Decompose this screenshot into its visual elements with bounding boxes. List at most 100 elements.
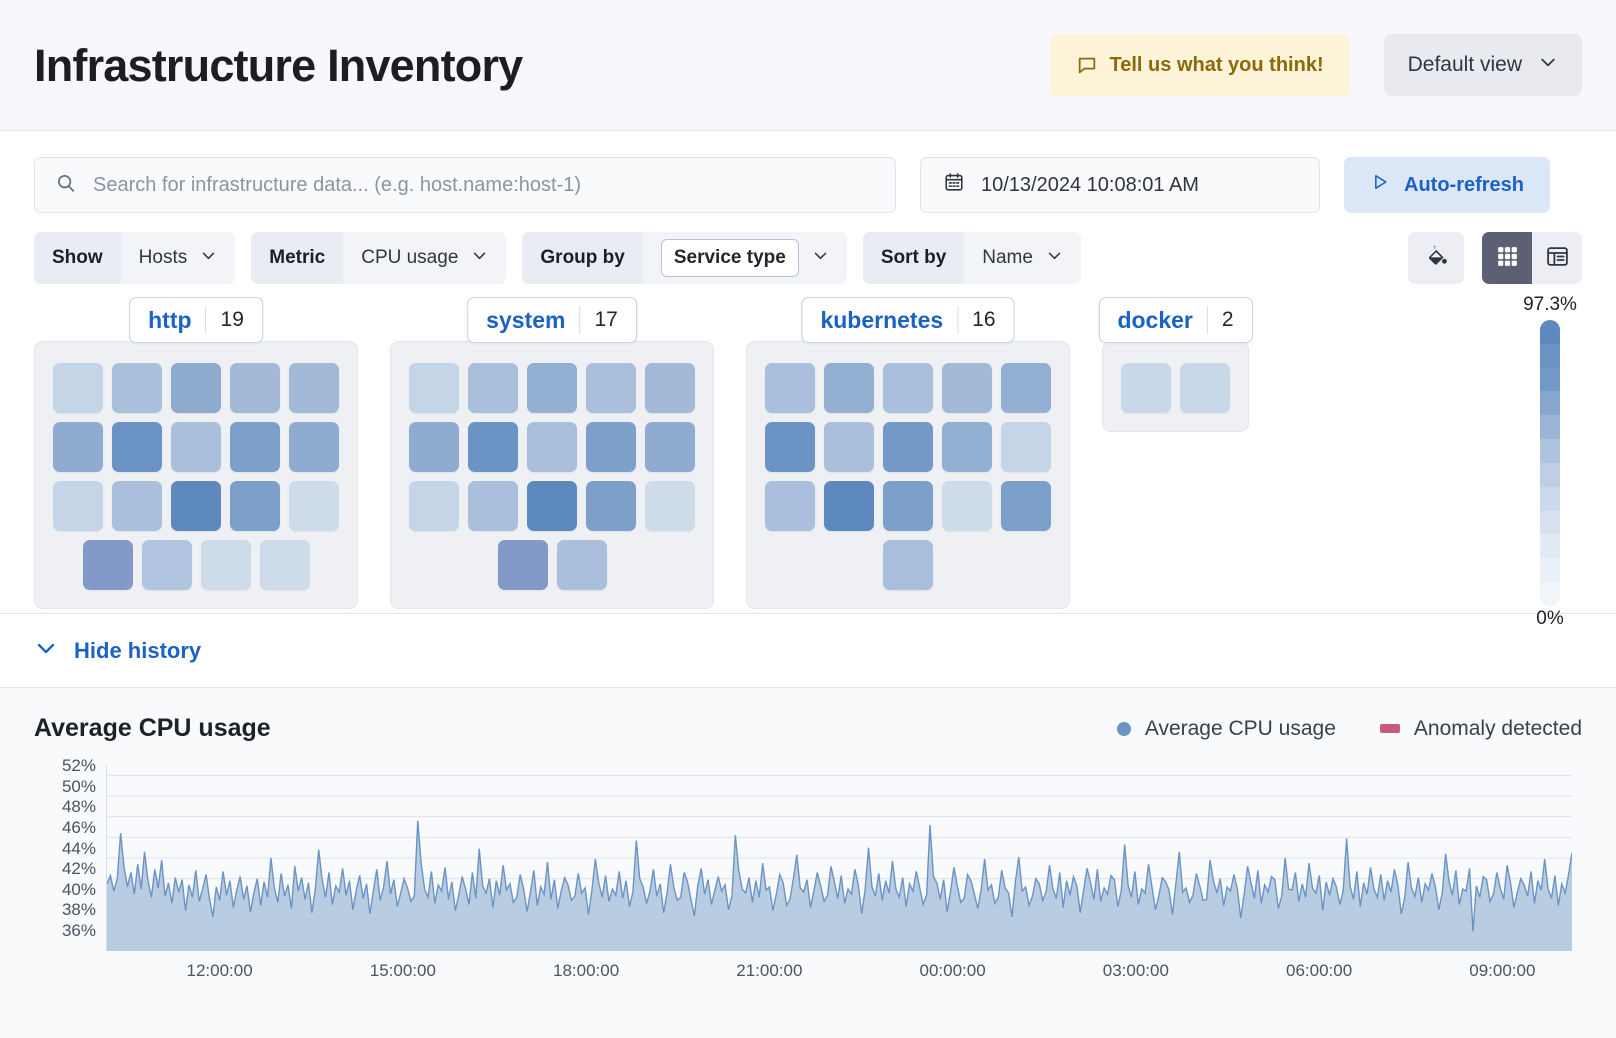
host-cell[interactable]: [409, 363, 459, 413]
host-cell[interactable]: [112, 481, 162, 531]
host-cell[interactable]: [645, 422, 695, 472]
host-cell[interactable]: [468, 363, 518, 413]
host-cell[interactable]: [824, 481, 874, 531]
host-cell[interactable]: [112, 422, 162, 472]
host-cell[interactable]: [230, 363, 280, 413]
chart-plot-area[interactable]: [106, 765, 1572, 951]
host-cell[interactable]: [1001, 422, 1051, 472]
host-cell[interactable]: [289, 422, 339, 472]
host-cell[interactable]: [1001, 363, 1051, 413]
host-cell[interactable]: [409, 422, 459, 472]
host-cell[interactable]: [200, 540, 251, 590]
host-cell[interactable]: [556, 540, 607, 590]
chart-title: Average CPU usage: [34, 714, 271, 742]
host-cell[interactable]: [171, 481, 221, 531]
host-cell[interactable]: [883, 363, 933, 413]
host-cell[interactable]: [645, 481, 695, 531]
host-cell[interactable]: [112, 363, 162, 413]
hide-history-label: Hide history: [74, 637, 202, 663]
host-cell[interactable]: [942, 481, 992, 531]
filter-group-by-value[interactable]: Service type: [642, 232, 847, 284]
host-cell[interactable]: [586, 363, 636, 413]
search-row: 10/13/2024 10:08:01 AM Auto-refresh: [34, 157, 1582, 213]
y-tick-label: 42%: [61, 859, 96, 879]
filter-show-label: Show: [34, 232, 121, 284]
legend-item-average-cpu-usage[interactable]: Average CPU usage: [1116, 716, 1336, 741]
host-cell[interactable]: [171, 363, 221, 413]
filter-sort-by-label: Sort by: [862, 232, 965, 284]
host-cell[interactable]: [259, 540, 310, 590]
grid-view-button[interactable]: [1482, 232, 1532, 284]
host-cell[interactable]: [53, 422, 103, 472]
y-tick-label: 36%: [61, 921, 96, 940]
host-cell[interactable]: [82, 540, 133, 590]
waffle-row: [409, 540, 695, 590]
auto-refresh-button[interactable]: Auto-refresh: [1344, 157, 1551, 213]
host-cell[interactable]: [289, 363, 339, 413]
host-cell[interactable]: [645, 363, 695, 413]
host-cell[interactable]: [53, 481, 103, 531]
x-tick-label: 15:00:00: [369, 961, 436, 980]
table-view-icon: [1545, 244, 1570, 272]
host-cell[interactable]: [527, 422, 577, 472]
chevron-down-icon: [471, 247, 488, 270]
host-cell[interactable]: [289, 481, 339, 531]
host-cell[interactable]: [53, 363, 103, 413]
group-name-system: system: [486, 306, 566, 333]
host-cell[interactable]: [765, 363, 815, 413]
host-cell[interactable]: [883, 422, 933, 472]
waffle-row: [409, 481, 695, 531]
filter-sort-by-value[interactable]: Name: [964, 232, 1081, 284]
filter-metric-label: Metric: [251, 232, 344, 284]
host-cell[interactable]: [468, 422, 518, 472]
chevron-down-icon: [1046, 247, 1063, 270]
host-cell[interactable]: [497, 540, 548, 590]
host-cell[interactable]: [527, 363, 577, 413]
host-cell[interactable]: [230, 481, 280, 531]
host-cell[interactable]: [942, 422, 992, 472]
search-input[interactable]: [93, 173, 875, 197]
host-cell[interactable]: [527, 481, 577, 531]
legend-label-average-cpu-usage: Average CPU usage: [1144, 716, 1336, 740]
palette-button[interactable]: [1408, 232, 1464, 284]
host-cell[interactable]: [1180, 363, 1230, 413]
host-cell[interactable]: [824, 422, 874, 472]
date-picker[interactable]: 10/13/2024 10:08:01 AM: [920, 157, 1320, 213]
y-tick-label: 44%: [61, 838, 96, 858]
host-cell[interactable]: [883, 481, 933, 531]
host-cell[interactable]: [942, 363, 992, 413]
filter-show-value[interactable]: Hosts: [120, 232, 236, 284]
host-cell[interactable]: [765, 481, 815, 531]
search-box[interactable]: [34, 157, 896, 213]
host-cell[interactable]: [1121, 363, 1171, 413]
host-cell[interactable]: [824, 363, 874, 413]
hide-history-toggle[interactable]: Hide history: [0, 614, 1616, 688]
host-cell[interactable]: [586, 481, 636, 531]
host-cell[interactable]: [883, 540, 933, 590]
host-cell[interactable]: [468, 481, 518, 531]
host-cell[interactable]: [1001, 481, 1051, 531]
table-view-button[interactable]: [1532, 232, 1582, 284]
host-cell[interactable]: [171, 422, 221, 472]
feedback-button[interactable]: Tell us what you think!: [1049, 34, 1350, 96]
filter-metric-value[interactable]: CPU usage: [343, 232, 507, 284]
host-cell[interactable]: [409, 481, 459, 531]
host-cell[interactable]: [141, 540, 192, 590]
legend-item-anomaly-detected[interactable]: Anomaly detected: [1379, 717, 1582, 741]
waffle-row: [765, 422, 1051, 472]
color-scale-stop: [1540, 558, 1560, 583]
host-cell[interactable]: [765, 422, 815, 472]
default-view-button[interactable]: Default view: [1383, 34, 1582, 96]
host-cell[interactable]: [586, 422, 636, 472]
host-cell[interactable]: [230, 422, 280, 472]
group-name-kubernetes: kubernetes: [820, 306, 944, 333]
x-tick-label: 09:00:00: [1469, 961, 1536, 980]
